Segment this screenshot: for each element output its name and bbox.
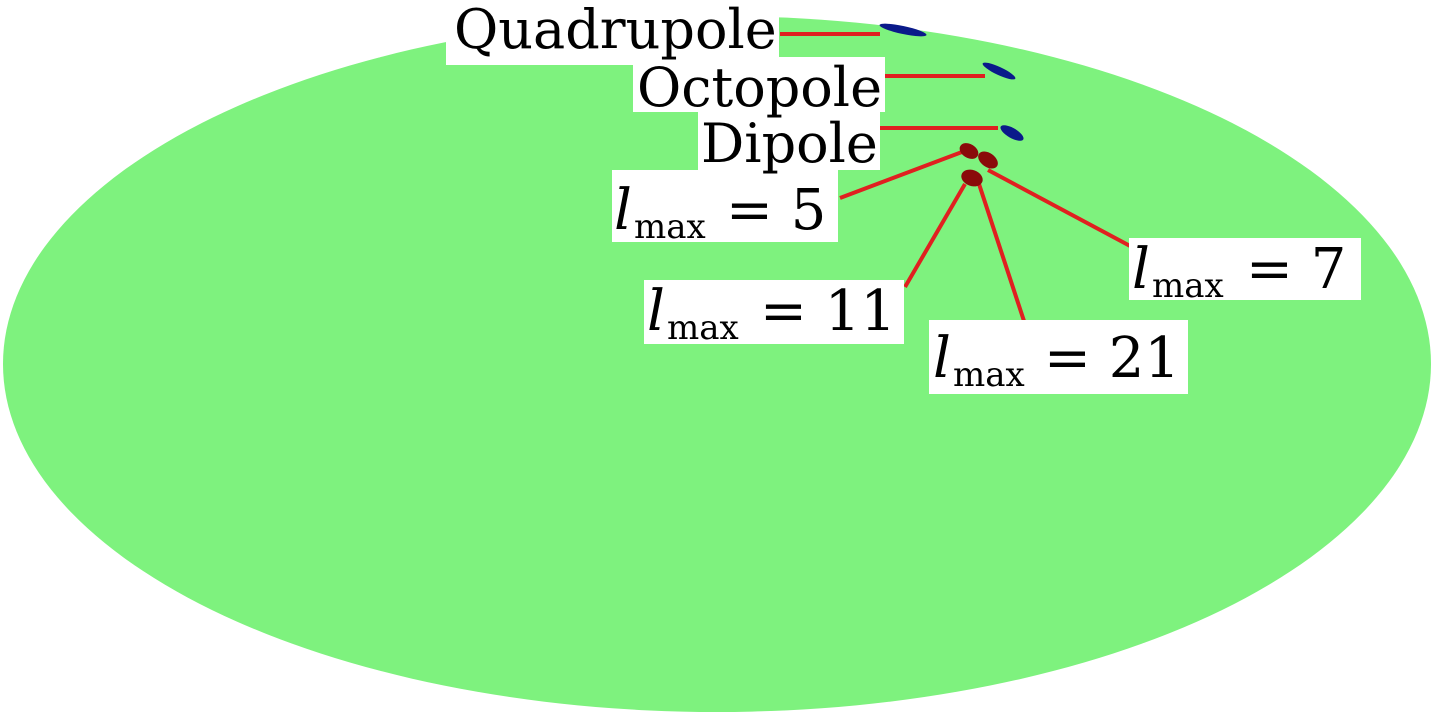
lmax11-leader-line [903, 182, 967, 289]
dipole-label: Dipole [701, 112, 878, 175]
lmax7-marker [978, 151, 998, 169]
lmax11-label: l max = 11 [647, 279, 896, 348]
octopole-label-box [633, 57, 885, 112]
lmax7-label-box [1129, 238, 1361, 300]
lmax7-subscript: max [1152, 266, 1224, 306]
lmax5-subscript: max [634, 207, 706, 247]
lmax11-label-box [644, 280, 904, 344]
lmax5-value: = 5 [726, 178, 826, 243]
lmax21-leader-line [977, 183, 1026, 322]
octopole-marker [982, 62, 1016, 80]
lmax-markers [959, 143, 998, 187]
lmax7-leader-line [987, 168, 1133, 249]
lmax5-symbol: l [614, 178, 632, 243]
lmax11-marker [961, 169, 983, 187]
lmax7-value: = 7 [1246, 237, 1346, 302]
octopole-label: Octopole [637, 56, 882, 119]
quadrupole-label-box [446, 0, 779, 65]
lmax21-label-box [929, 320, 1188, 394]
leader-lines [780, 32, 1133, 322]
lmax21-value: = 21 [1044, 326, 1180, 391]
multipole-markers [879, 23, 1024, 141]
sky-map-ellipse [3, 16, 1431, 712]
lmax5-leader-line [839, 150, 963, 200]
lmax21-symbol: l [933, 326, 951, 391]
quadrupole-marker [879, 23, 927, 37]
quadrupole-label: Quadrupole [454, 0, 777, 61]
dipole-marker [1000, 125, 1024, 141]
lmax7-symbol: l [1132, 237, 1150, 302]
dipole-label-box [698, 112, 880, 170]
lmax21-label: l max = 21 [933, 326, 1180, 395]
lmax11-symbol: l [647, 279, 665, 344]
lmax5-label-box [612, 170, 838, 242]
lmax11-value: = 11 [760, 279, 896, 344]
lmax5-label: l max = 5 [614, 178, 826, 247]
lmax7-label: l max = 7 [1132, 237, 1346, 306]
lmax5-marker [959, 143, 979, 159]
lmax21-subscript: max [953, 355, 1025, 395]
lmax11-subscript: max [667, 308, 739, 348]
label-boxes [446, 0, 1361, 394]
